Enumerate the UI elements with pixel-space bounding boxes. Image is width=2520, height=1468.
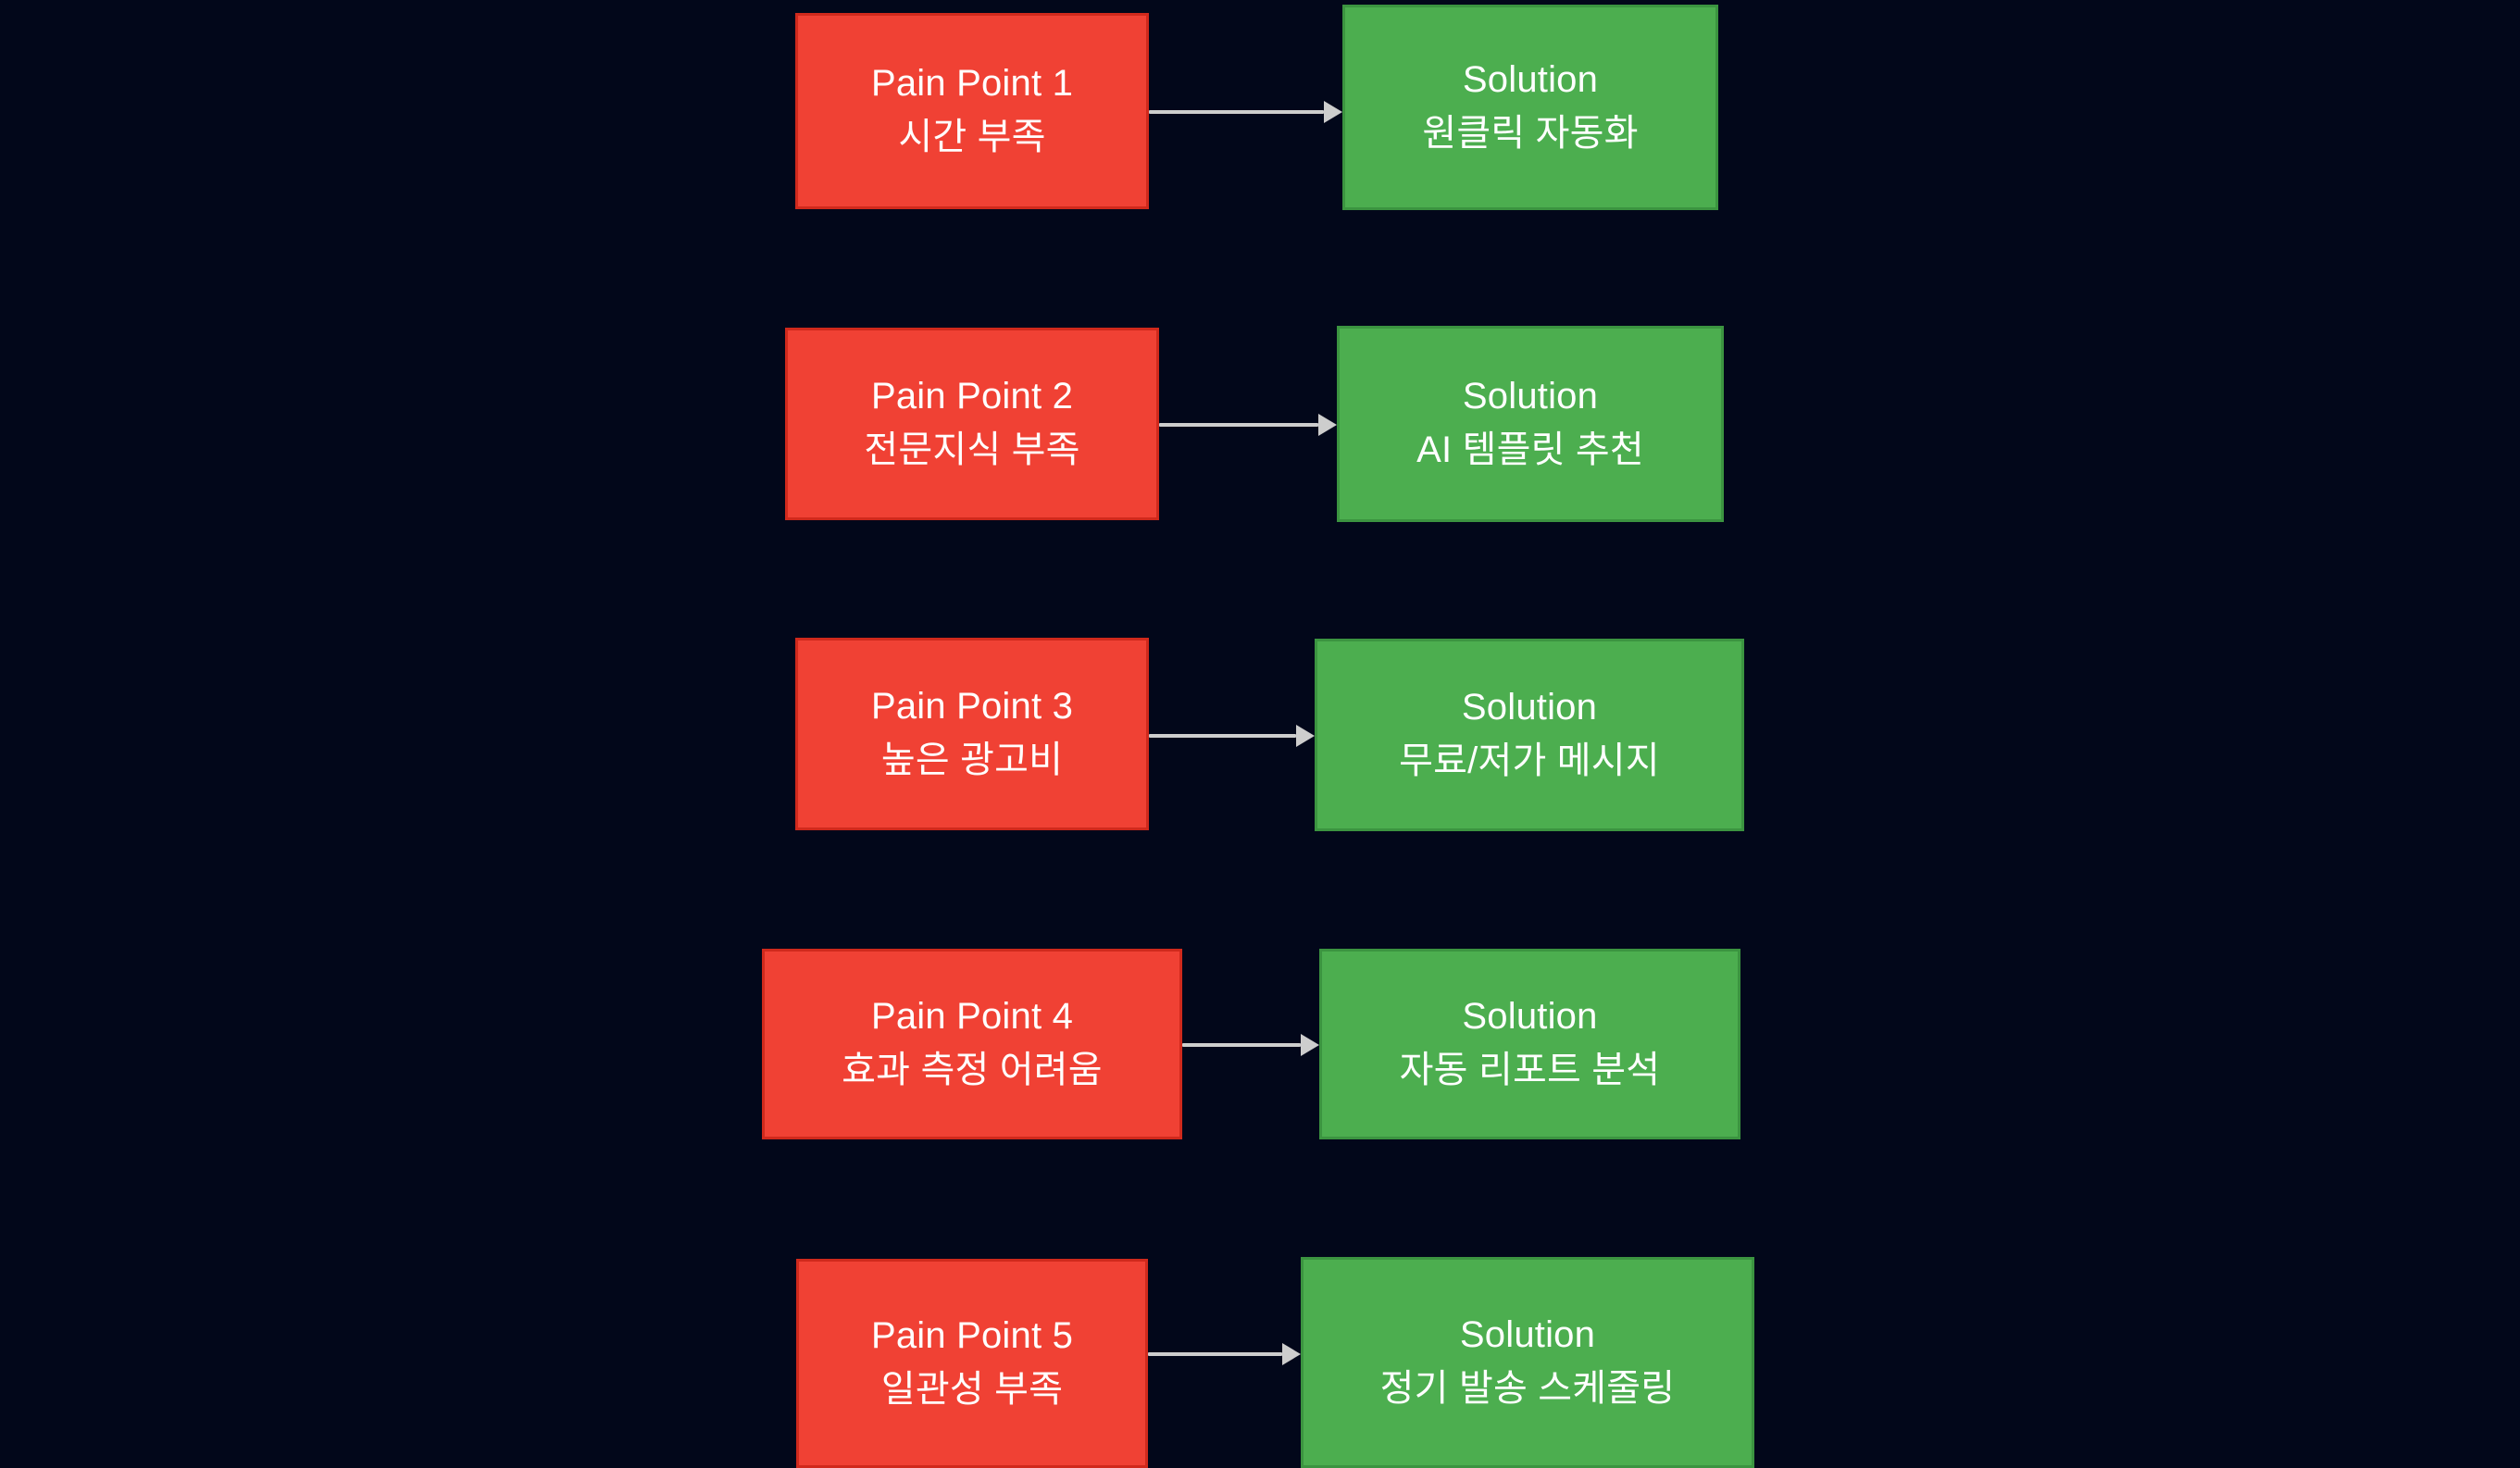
arrow-head-icon xyxy=(1324,101,1342,123)
node-subtitle: AI 템플릿 추천 xyxy=(1416,429,1644,470)
node-subtitle: 전문지식 부족 xyxy=(864,429,1080,470)
node-title: Solution xyxy=(1459,1314,1596,1356)
node-title: Solution xyxy=(1462,996,1598,1038)
node-title: Solution xyxy=(1461,687,1598,728)
arrow-pain-1-to-solution-1 xyxy=(1149,101,1342,123)
node-solution-5[interactable]: Solution 정기 발송 스케줄링 xyxy=(1301,1257,1754,1468)
arrow-head-icon xyxy=(1282,1343,1301,1365)
node-subtitle: 높은 광고비 xyxy=(880,740,1064,780)
node-solution-2[interactable]: Solution AI 템플릿 추천 xyxy=(1337,326,1724,522)
arrow-head-icon xyxy=(1301,1034,1319,1056)
node-solution-4[interactable]: Solution 자동 리포트 분석 xyxy=(1319,949,1740,1139)
node-pain-point-4[interactable]: Pain Point 4 효과 측정 어려움 xyxy=(762,949,1182,1139)
node-subtitle: 시간 부족 xyxy=(898,117,1046,157)
node-title: Pain Point 1 xyxy=(870,63,1074,105)
arrow-shaft xyxy=(1148,1352,1282,1356)
arrow-head-icon xyxy=(1318,414,1337,436)
node-title: Pain Point 2 xyxy=(870,376,1074,417)
node-solution-1[interactable]: Solution 원클릭 자동화 xyxy=(1342,5,1718,210)
node-title: Solution xyxy=(1462,59,1599,101)
node-title: Pain Point 5 xyxy=(870,1315,1074,1357)
arrow-shaft xyxy=(1182,1043,1301,1047)
arrow-shaft xyxy=(1149,734,1296,738)
node-title: Pain Point 4 xyxy=(870,996,1074,1038)
arrow-pain-5-to-solution-5 xyxy=(1148,1343,1301,1365)
node-pain-point-1[interactable]: Pain Point 1 시간 부족 xyxy=(795,13,1149,209)
node-pain-point-5[interactable]: Pain Point 5 일관성 부족 xyxy=(796,1259,1148,1468)
arrow-pain-2-to-solution-2 xyxy=(1159,414,1337,436)
node-subtitle: 일관성 부족 xyxy=(880,1369,1064,1410)
arrow-shaft xyxy=(1159,423,1318,427)
node-subtitle: 무료/저가 메시지 xyxy=(1399,740,1660,781)
arrow-shaft xyxy=(1149,110,1324,114)
arrow-head-icon xyxy=(1296,725,1315,747)
arrow-pain-3-to-solution-3 xyxy=(1149,725,1315,747)
node-title: Pain Point 3 xyxy=(870,686,1074,728)
node-pain-point-3[interactable]: Pain Point 3 높은 광고비 xyxy=(795,638,1149,830)
node-subtitle: 효과 측정 어려움 xyxy=(842,1050,1103,1090)
node-subtitle: 원클릭 자동화 xyxy=(1422,113,1639,154)
node-pain-point-2[interactable]: Pain Point 2 전문지식 부족 xyxy=(785,328,1159,520)
arrow-pain-4-to-solution-4 xyxy=(1182,1034,1319,1056)
node-subtitle: 정기 발송 스케줄링 xyxy=(1379,1368,1676,1409)
node-subtitle: 자동 리포트 분석 xyxy=(1399,1050,1661,1090)
node-solution-3[interactable]: Solution 무료/저가 메시지 xyxy=(1315,639,1744,831)
node-title: Solution xyxy=(1462,376,1599,417)
